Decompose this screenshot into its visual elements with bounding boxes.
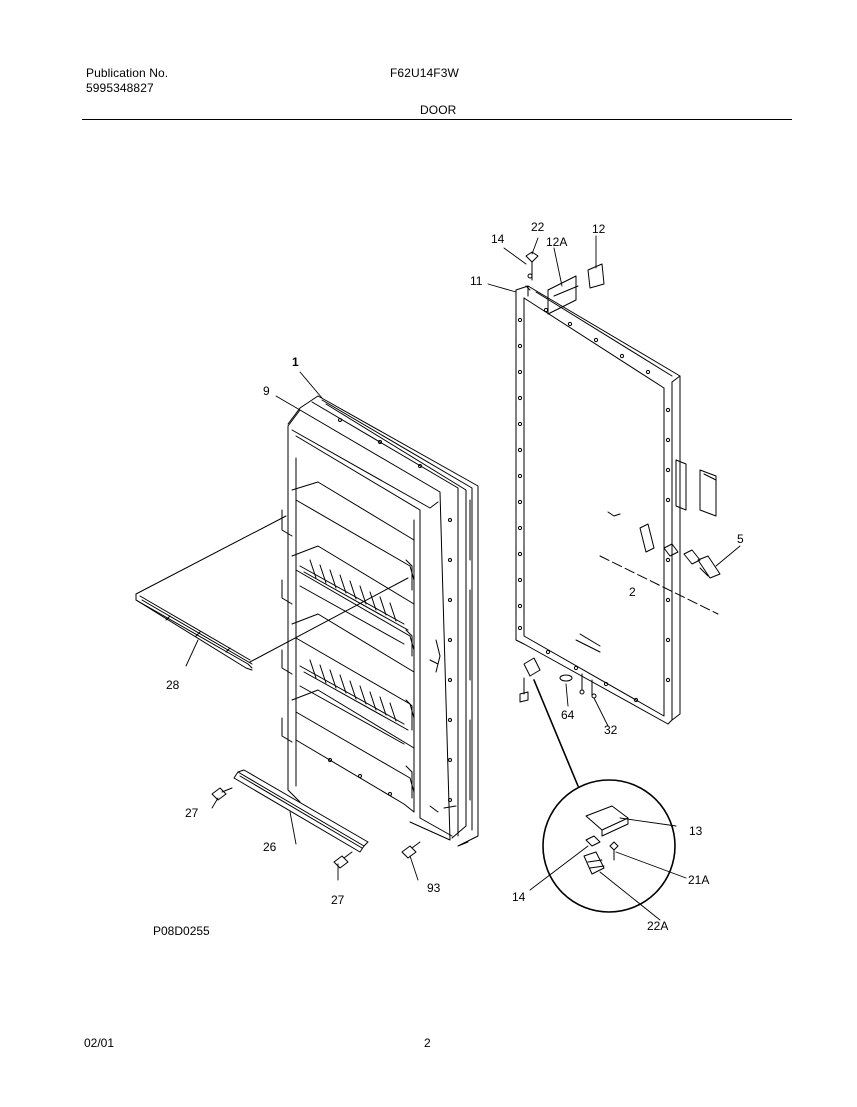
- callout-1: 1: [292, 355, 299, 369]
- callout-22: 22: [531, 220, 545, 234]
- callout-9: 9: [263, 384, 270, 398]
- callout-13: 13: [689, 824, 703, 838]
- callout-21A: 21A: [688, 873, 709, 887]
- bottom-bar-26: [233, 769, 369, 853]
- callout-28: 28: [166, 678, 180, 692]
- leader-lines: [185, 235, 741, 921]
- callout-93: 93: [427, 881, 441, 895]
- callout-2: 2: [629, 585, 636, 599]
- diagram-code: P08D0255: [153, 924, 210, 938]
- callout-11: 11: [470, 274, 483, 288]
- lower-hinge-parts: [519, 657, 597, 703]
- section-title: DOOR: [420, 103, 457, 117]
- header-rule: [82, 119, 792, 120]
- shelf-bar-28: [135, 515, 409, 671]
- door-liner: [281, 395, 479, 847]
- callout-22A: 22A: [647, 919, 668, 933]
- screw-93: [401, 841, 421, 859]
- publication-number: 5995348827: [86, 81, 154, 95]
- callout-14-bottom: 14: [512, 890, 526, 904]
- top-hinge-parts: [525, 251, 605, 315]
- handle-lock-5: [607, 459, 721, 579]
- page-number: 2: [424, 1036, 431, 1050]
- outer-door-panel: [515, 285, 719, 725]
- callout-14-top: 14: [491, 232, 505, 246]
- callout-27-top: 27: [185, 806, 199, 820]
- footer-date: 02/01: [84, 1036, 115, 1050]
- callout-32: 32: [604, 723, 618, 737]
- callout-26: 26: [263, 840, 277, 854]
- callout-12: 12: [592, 222, 606, 236]
- model-number: F62U14F3W: [390, 66, 459, 80]
- callout-27-bottom: 27: [331, 893, 345, 907]
- callout-5: 5: [737, 532, 744, 546]
- callout-12A: 12A: [546, 235, 567, 249]
- screw-27-top: [211, 787, 233, 801]
- screw-27-bottom: [333, 851, 353, 869]
- callout-64: 64: [561, 708, 575, 722]
- publication-label: Publication No.: [86, 66, 169, 80]
- hinge-detail-circle: [533, 679, 676, 913]
